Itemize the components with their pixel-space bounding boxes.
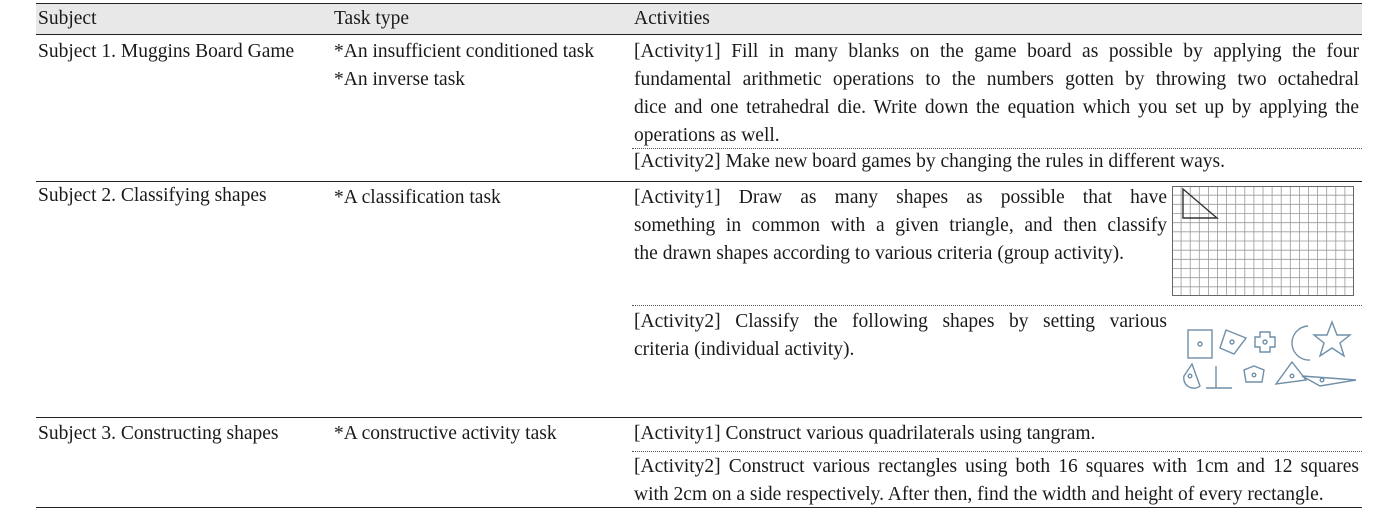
activity-line: dice and one tetrahedral die. Write down… [634, 97, 1359, 118]
activity-line: fundamental arithmetic operations to the… [634, 69, 1359, 90]
triangle-shape [1274, 360, 1308, 385]
header-task-type: Task type [334, 8, 409, 29]
activity-line: with 2cm on a side respectively. After t… [634, 484, 1324, 505]
row3-subject: Subject 3. Constructing shapes [38, 423, 279, 444]
row1-task-type-2: *An inverse task [334, 69, 466, 90]
row1-activity1: [Activity1] Fill in many blanks on the g… [634, 38, 1359, 150]
table-top-rule [36, 3, 1362, 4]
pentagon-shape [1219, 329, 1248, 355]
row2-activity1: [Activity1] Draw as many shapes as possi… [634, 184, 1167, 268]
grid-triangle-figure [1172, 186, 1354, 296]
given-triangle [1182, 187, 1219, 219]
header-subject: Subject [38, 8, 97, 29]
row2-activity-divider [632, 305, 1362, 306]
crescent-shape [1291, 325, 1311, 361]
table-header-background [36, 4, 1362, 34]
table-bottom-rule [36, 507, 1362, 508]
row1-activity-divider [632, 148, 1362, 149]
header-activities: Activities [634, 8, 710, 29]
row1-task-type-1: *An insufficient conditioned task [334, 41, 595, 62]
activity-line: something in common with a given triangl… [634, 215, 1167, 236]
flat-triangle-shape [1301, 375, 1357, 387]
activity-line: operations as well. [634, 125, 780, 146]
half-circle-shape [1183, 362, 1201, 389]
activity-line: [Activity2] Classify the following shape… [634, 311, 1167, 332]
row2-subject: Subject 2. Classifying shapes [38, 185, 267, 206]
row1-bottom-rule [36, 181, 1362, 182]
header-bottom-rule [36, 34, 1362, 35]
row3-activity-divider [632, 451, 1362, 452]
activity-line: [Activity1] Fill in many blanks on the g… [634, 41, 1359, 62]
small-pentagon-shape [1243, 365, 1265, 383]
row2-task-type-1: *A classification task [334, 187, 501, 208]
row2-activity2: [Activity2] Classify the following shape… [634, 308, 1167, 364]
activity-line: [Activity1] Draw as many shapes as possi… [634, 187, 1167, 208]
row1-activity2: [Activity2] Make new board games by chan… [634, 151, 1225, 172]
row3-task-type-1: *A constructive activity task [334, 423, 557, 444]
activity-line: [Activity2] Construct various rectangles… [634, 456, 1359, 477]
row3-activity1: [Activity1] Construct various quadrilate… [634, 423, 1096, 444]
row2-bottom-rule [36, 417, 1362, 418]
activity-line: criteria (individual activity). [634, 339, 855, 360]
cross-shape [1254, 331, 1276, 353]
row3-activity2: [Activity2] Construct various rectangles… [634, 453, 1359, 509]
activity-line: the drawn shapes according to various cr… [634, 243, 1125, 264]
star-shape [1312, 320, 1352, 358]
row1-subject: Subject 1. Muggins Board Game [38, 41, 295, 62]
square-shape [1187, 329, 1213, 359]
shapes-figure [1183, 320, 1357, 389]
